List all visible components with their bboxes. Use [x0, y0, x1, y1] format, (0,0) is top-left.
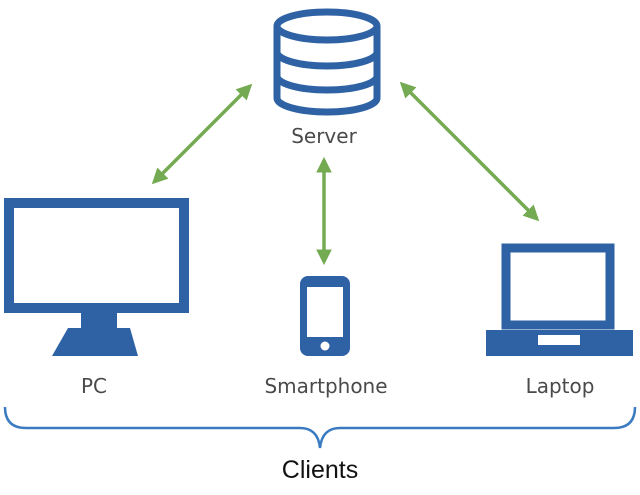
arrow-server-laptop: [399, 81, 540, 222]
monitor-icon: [4, 198, 189, 356]
clients-group-label: Clients: [281, 456, 359, 484]
laptop-icon: [486, 243, 633, 356]
smartphone-icon: [300, 276, 350, 356]
smartphone-label: Smartphone: [264, 374, 388, 398]
database-icon: [273, 8, 381, 116]
laptop-label: Laptop: [525, 374, 595, 398]
server-label: Server: [291, 124, 357, 148]
pc-label: PC: [80, 374, 108, 398]
clients-brace: [3, 406, 637, 449]
arrow-server-pc: [151, 83, 253, 185]
